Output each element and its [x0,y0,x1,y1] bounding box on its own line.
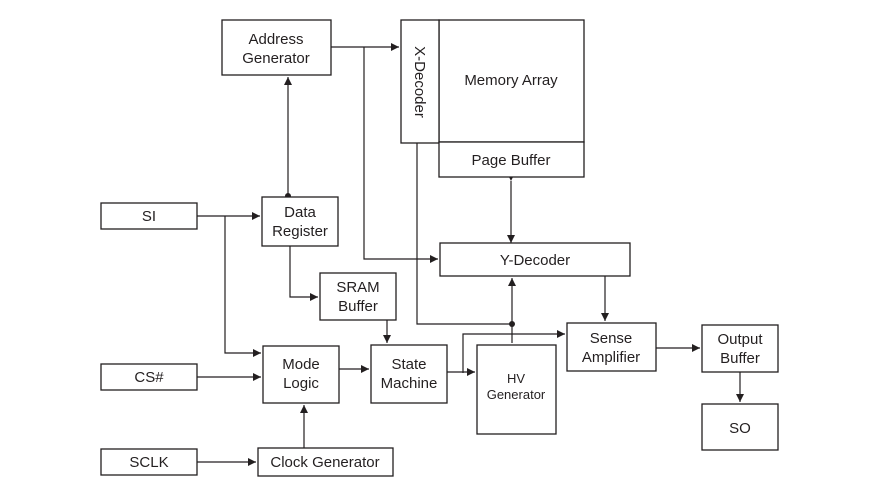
x-decoder-label: X-Decoder [411,46,428,118]
block-si: SI [100,202,198,230]
state-machine-label-line1: State [391,356,426,373]
block-mode-logic: Mode Logic [262,345,340,404]
mode-logic-label-line2: Logic [283,375,319,392]
cs-label: CS# [134,369,164,386]
block-sense-amplifier: Sense Amplifier [566,322,657,372]
wire-datareg-to-sram [289,246,318,301]
clock-generator-label: Clock Generator [270,454,379,471]
connection-wires [197,43,744,466]
output-buffer-label-line2: Buffer [720,350,760,367]
sense-amplifier-label-line1: Sense [590,330,633,347]
block-output-buffer: Output Buffer [701,324,779,373]
data-register-label-line1: Data [284,204,316,221]
page-buffer-label: Page Buffer [472,152,551,169]
memory-array-label: Memory Array [464,72,558,89]
block-so: SO [701,403,779,451]
mode-logic-label-line1: Mode [282,356,320,373]
block-cs: CS# [100,363,198,391]
block-page-buffer: Page Buffer [438,141,585,178]
block-clock-generator: Clock Generator [257,447,394,477]
so-label: SO [729,420,751,437]
y-decoder-label: Y-Decoder [500,252,570,269]
hv-generator-label-line1: HV [507,371,525,386]
data-register-label-line2: Register [272,223,328,240]
hv-generator-label-line2: Generator [487,387,546,402]
sense-amplifier-label-line2: Amplifier [582,349,640,366]
junction-dot-hv [509,321,515,327]
wire-hvgen-to-senseamp [462,330,565,373]
block-hv-generator: HV Generator [476,344,557,435]
block-memory-array: Memory Array [438,19,585,143]
address-generator-label-line2: Generator [242,50,310,67]
sram-buffer-label-line2: Buffer [338,298,378,315]
address-generator-label-line1: Address [248,31,303,48]
output-buffer-label-line1: Output [717,331,763,348]
si-label: SI [142,208,156,225]
wire-xdecoder-to-hv-line [416,143,512,325]
block-x-decoder: X-Decoder [400,19,440,144]
wire-addrgen-to-ydecoder [363,47,438,263]
state-machine-label-line2: Machine [381,375,438,392]
block-data-register: Data Register [261,196,339,247]
wire-si-to-modelogic [224,216,261,357]
block-sclk: SCLK [100,448,198,476]
block-state-machine: State Machine [370,344,448,404]
sclk-label: SCLK [129,454,168,471]
block-y-decoder: Y-Decoder [439,242,631,277]
sram-buffer-label-line1: SRAM [336,279,379,296]
block-address-generator: Address Generator [221,19,332,76]
block-sram-buffer: SRAM Buffer [319,272,397,321]
